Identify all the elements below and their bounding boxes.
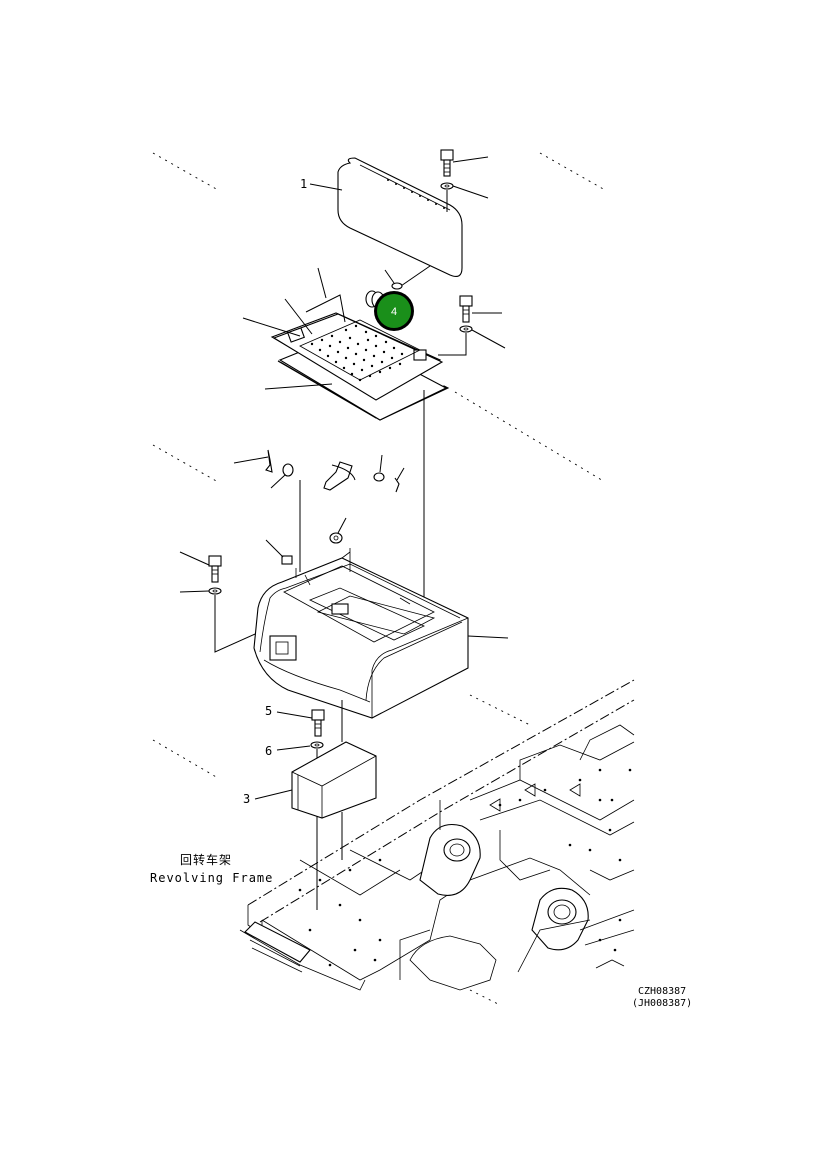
plate-leaders xyxy=(242,267,425,610)
washer-mid-right xyxy=(438,325,506,356)
frame-label-english: Revolving Frame xyxy=(150,871,273,885)
drawing-ref-secondary: (JH008387) xyxy=(632,998,692,1009)
bolt-mid-right xyxy=(459,295,502,323)
callout-3-label: 3 xyxy=(243,792,250,806)
callout-4-label: 4 xyxy=(391,306,397,318)
callout-1: 1 xyxy=(300,177,343,191)
revolving-frame-part xyxy=(239,679,635,991)
callout-5: 5 xyxy=(265,704,313,719)
drawing-ref-primary: CZH08387 xyxy=(638,986,686,997)
washer-left xyxy=(179,587,265,653)
callout-3: 3 xyxy=(243,789,293,806)
leader-pad-rack xyxy=(397,265,431,289)
rod-hardware xyxy=(233,449,405,572)
tool-box-part xyxy=(253,548,509,719)
callout-5-label: 5 xyxy=(265,704,272,718)
drawing-reference: CZH08387 (JH008387) xyxy=(632,986,692,1009)
bolt-top-right xyxy=(440,149,489,177)
cover-pad-part xyxy=(337,157,463,277)
phantom-lines xyxy=(152,152,606,1006)
bolt-5-part xyxy=(311,709,325,737)
bracket-3-part xyxy=(291,700,377,860)
frame-label-chinese: 回转车架 xyxy=(180,852,232,867)
perforated-plate-part xyxy=(270,312,450,421)
callout-6: 6 xyxy=(265,744,311,758)
callout-1-label: 1 xyxy=(300,177,307,191)
washer-top-right xyxy=(440,182,489,212)
callout-4-highlight[interactable]: 4 xyxy=(374,291,414,331)
bolt-left xyxy=(179,551,222,583)
callout-6-label: 6 xyxy=(265,744,272,758)
frame-label: 回转车架 Revolving Frame xyxy=(150,852,273,885)
